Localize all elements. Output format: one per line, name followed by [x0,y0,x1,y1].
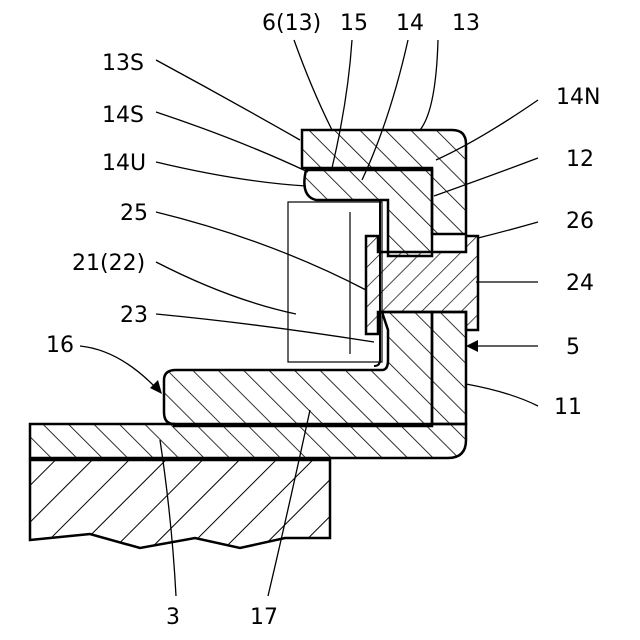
base-structure [30,460,330,548]
label-12: 12 [566,147,594,172]
label-23: 23 [120,303,148,328]
label-5: 5 [566,335,580,360]
label-26: 26 [566,209,594,234]
label-11: 11 [554,395,582,420]
label-14u: 14U [102,151,146,176]
lower-profile [164,312,432,424]
label-3: 3 [166,605,180,630]
floor-panel [30,424,466,458]
label-13-top: 13 [452,11,480,36]
label-16: 16 [46,333,74,358]
arrowhead-5 [466,340,478,352]
arrowhead-16 [150,380,162,394]
label-24: 24 [566,271,594,296]
label-15: 15 [340,11,368,36]
outer-frame-lower [432,312,466,424]
label-25: 25 [120,201,148,226]
label-14n: 14N [556,85,600,110]
label-14s: 14S [102,103,144,128]
label-14: 14 [396,11,424,36]
label-13s: 13S [102,51,144,76]
label-21-22: 21(22) [72,251,145,276]
label-6-13: 6(13) [262,11,321,36]
label-17: 17 [250,605,278,630]
